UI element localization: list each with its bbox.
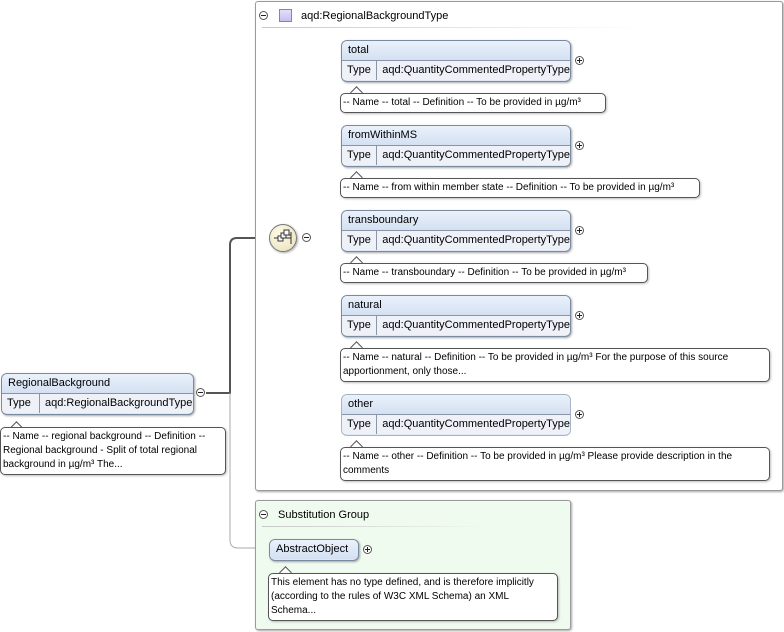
complex-type-collapse-icon[interactable]: [259, 11, 268, 20]
substitution-group-title: Substitution Group: [278, 509, 370, 521]
type-value: aqd:QuantityCommentedPropertyType: [382, 149, 570, 161]
child-doc-other: -- Name -- other -- Definition -- To be …: [340, 447, 770, 481]
root-element-collapse-icon[interactable]: [196, 388, 205, 397]
child-doc-fromwithinms: -- Name -- from within member state -- D…: [340, 178, 700, 198]
type-label: Type: [342, 316, 378, 335]
child-doc-total: -- Name -- total -- Definition -- To be …: [340, 93, 606, 113]
type-value: aqd:QuantityCommentedPropertyType: [382, 64, 570, 76]
child-doc-transboundary: -- Name -- transboundary -- Definition -…: [340, 263, 648, 283]
expand-icon[interactable]: [363, 545, 372, 554]
expand-icon[interactable]: [575, 141, 584, 150]
child-element-name: natural: [342, 296, 570, 315]
child-element-name: total: [342, 41, 570, 60]
expand-icon[interactable]: [575, 56, 584, 65]
child-type-row: Type aqd:QuantityCommentedPropertyType: [342, 145, 570, 165]
child-element-name: other: [342, 395, 570, 414]
child-element-fromwithinms[interactable]: fromWithinMS Type aqd:QuantityCommentedP…: [341, 125, 571, 167]
type-value: aqd:RegionalBackgroundType: [45, 397, 193, 409]
child-element-other[interactable]: other Type aqd:QuantityCommentedProperty…: [341, 394, 571, 436]
child-type-row: Type aqd:QuantityCommentedPropertyType: [342, 315, 570, 335]
child-type-row: Type aqd:QuantityCommentedPropertyType: [342, 60, 570, 80]
root-element-box[interactable]: RegionalBackground Type aqd:RegionalBack…: [1, 373, 194, 415]
complex-type-icon: [279, 9, 292, 22]
child-element-total[interactable]: total Type aqd:QuantityCommentedProperty…: [341, 40, 571, 82]
substitution-group-collapse-icon[interactable]: [259, 510, 268, 519]
root-element-doc: -- Name -- regional background -- Defini…: [0, 427, 226, 475]
type-label: Type: [342, 231, 378, 250]
sequence-collapse-icon[interactable]: [302, 233, 311, 242]
complex-type-title-divider: [262, 27, 642, 28]
complex-type-title: aqd:RegionalBackgroundType: [301, 10, 449, 22]
abstract-object-element[interactable]: AbstractObject: [269, 539, 359, 561]
child-element-name: fromWithinMS: [342, 126, 570, 145]
root-element-name: RegionalBackground: [2, 374, 193, 393]
child-doc-natural: -- Name -- natural -- Definition -- To b…: [340, 348, 770, 382]
type-label: Type: [342, 61, 378, 80]
expand-icon[interactable]: [575, 410, 584, 419]
expand-icon[interactable]: [575, 226, 584, 235]
sequence-compositor-icon[interactable]: [269, 224, 297, 252]
abstract-object-doc: This element has no type defined, and is…: [268, 573, 558, 621]
type-value: aqd:QuantityCommentedPropertyType: [382, 418, 570, 430]
root-element-type-row: Type aqd:RegionalBackgroundType: [2, 393, 193, 413]
child-type-row: Type aqd:QuantityCommentedPropertyType: [342, 414, 570, 434]
child-element-name: transboundary: [342, 211, 570, 230]
child-type-row: Type aqd:QuantityCommentedPropertyType: [342, 230, 570, 250]
type-value: aqd:QuantityCommentedPropertyType: [382, 234, 570, 246]
substitution-group-title-divider: [262, 526, 492, 527]
type-label: Type: [2, 394, 40, 413]
child-element-transboundary[interactable]: transboundary Type aqd:QuantityCommented…: [341, 210, 571, 252]
sequence-glyph: [274, 229, 292, 244]
type-label: Type: [342, 146, 378, 165]
child-element-natural[interactable]: natural Type aqd:QuantityCommentedProper…: [341, 295, 571, 337]
type-label: Type: [342, 415, 378, 434]
abstract-object-name: AbstractObject: [270, 540, 358, 559]
expand-icon[interactable]: [575, 311, 584, 320]
type-value: aqd:QuantityCommentedPropertyType: [382, 319, 570, 331]
